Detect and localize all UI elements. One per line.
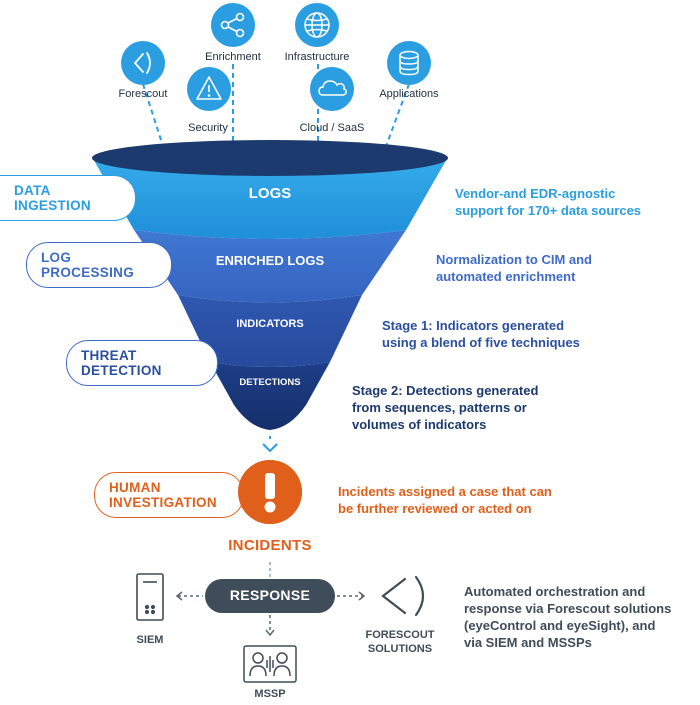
funnel-band-indicators — [178, 295, 362, 367]
stage-label-enriched-logs: ENRICHED LOGS — [215, 253, 325, 268]
forescout-solutions-logo-icon — [381, 575, 425, 617]
pill-data-ingestion: DATA INGESTION — [0, 175, 136, 221]
desc-logs-line2: support for 170+ data sources — [455, 203, 642, 218]
pill-data-ingestion-line1: DATA — [14, 183, 51, 198]
source-cloud-saas — [309, 66, 355, 112]
globe-icon — [295, 3, 339, 47]
stage-label-logs: LOGS — [248, 185, 292, 202]
source-label-infrastructure: Infrastructure — [284, 51, 350, 63]
funnel-band-enriched — [134, 230, 406, 303]
incident-alert-overlay — [238, 460, 302, 524]
desc-response-line1: Automated orchestration and — [464, 584, 646, 599]
pill-data-ingestion-line2: INGESTION — [14, 198, 91, 213]
pill-threat-detection-line2: DETECTION — [81, 363, 162, 378]
forescout-solutions-label: FORESCOUT SOLUTIONS — [355, 628, 445, 656]
pill-log-processing: LOG PROCESSING — [26, 242, 172, 288]
source-label-applications: Applications — [379, 88, 439, 100]
source-label-forescout: Forescout — [118, 88, 168, 100]
response-arrows — [175, 591, 366, 637]
desc-response-line2: response via Forescout solutions — [464, 601, 672, 616]
desc-enriched: Normalization to CIM and automated enric… — [436, 251, 592, 285]
source-label-security: Security — [188, 122, 228, 134]
desc-detections: Stage 2: Detections generated from seque… — [352, 382, 538, 433]
source-infrastructure — [294, 2, 340, 48]
mssp-label: MSSP — [254, 688, 286, 700]
forescout-logo-icon — [121, 41, 165, 85]
desc-logs-line1: Vendor-and EDR-agnostic — [455, 186, 616, 201]
incidents-label: INCIDENTS — [228, 537, 312, 554]
source-security — [186, 66, 232, 112]
pill-threat-detection: THREAT DETECTION — [66, 340, 218, 386]
pill-human-investigation: HUMAN INVESTIGATION — [94, 472, 244, 518]
siem-label: SIEM — [136, 634, 164, 646]
pill-threat-detection-line1: THREAT — [81, 348, 137, 363]
forescout-solutions-line2: SOLUTIONS — [367, 643, 433, 655]
desc-indicators-line1: Stage 1: Indicators generated — [382, 318, 565, 333]
funnel-output-arrow — [262, 436, 278, 453]
response-pill — [205, 579, 335, 613]
desc-incidents: Incidents assigned a case that can be fu… — [338, 483, 552, 517]
response-label: RESPONSE — [229, 587, 311, 603]
desc-enriched-line1: Normalization to CIM and — [436, 252, 592, 267]
desc-detections-line2: from sequences, patterns or — [352, 400, 527, 415]
pill-log-processing-line1: LOG — [41, 250, 72, 265]
desc-indicators: Stage 1: Indicators generated using a bl… — [382, 317, 580, 351]
pill-human-investigation-line1: HUMAN — [109, 480, 161, 495]
pill-log-processing-line2: PROCESSING — [41, 265, 135, 280]
stage-label-indicators: INDICATORS — [236, 318, 304, 330]
desc-indicators-line2: using a blend of five techniques — [382, 335, 580, 350]
desc-detections-line1: Stage 2: Detections generated — [352, 383, 539, 398]
desc-incidents-line2: be further reviewed or acted on — [338, 501, 532, 516]
server-icon — [136, 573, 164, 621]
source-label-enrichment: Enrichment — [205, 51, 261, 63]
share-icon — [211, 3, 255, 47]
funnel-band-detections — [210, 362, 330, 430]
forescout-solutions-line1: FORESCOUT — [365, 629, 435, 641]
source-applications — [386, 40, 432, 86]
source-enrichment — [210, 2, 256, 48]
source-label-cloud-saas: Cloud / SaaS — [299, 122, 365, 134]
database-icon — [387, 41, 431, 85]
desc-response-line3: (eyeControl and eyeSight), and — [464, 618, 656, 633]
stage-label-detections: DETECTIONS — [239, 377, 301, 388]
desc-detections-line3: volumes of indicators — [352, 417, 487, 432]
source-forescout — [120, 40, 166, 86]
pill-human-investigation-line2: INVESTIGATION — [109, 495, 217, 510]
desc-response: Automated orchestration and response via… — [464, 583, 671, 651]
desc-incidents-line1: Incidents assigned a case that can — [338, 484, 552, 499]
desc-response-line4: via SIEM and MSSPs — [464, 635, 592, 650]
desc-logs: Vendor-and EDR-agnostic support for 170+… — [455, 185, 641, 219]
desc-enriched-line2: automated enrichment — [436, 269, 576, 284]
funnel-top-rim — [92, 140, 448, 176]
cloud-icon — [310, 67, 354, 111]
warning-icon — [187, 67, 231, 111]
mssp-icon — [243, 645, 297, 683]
